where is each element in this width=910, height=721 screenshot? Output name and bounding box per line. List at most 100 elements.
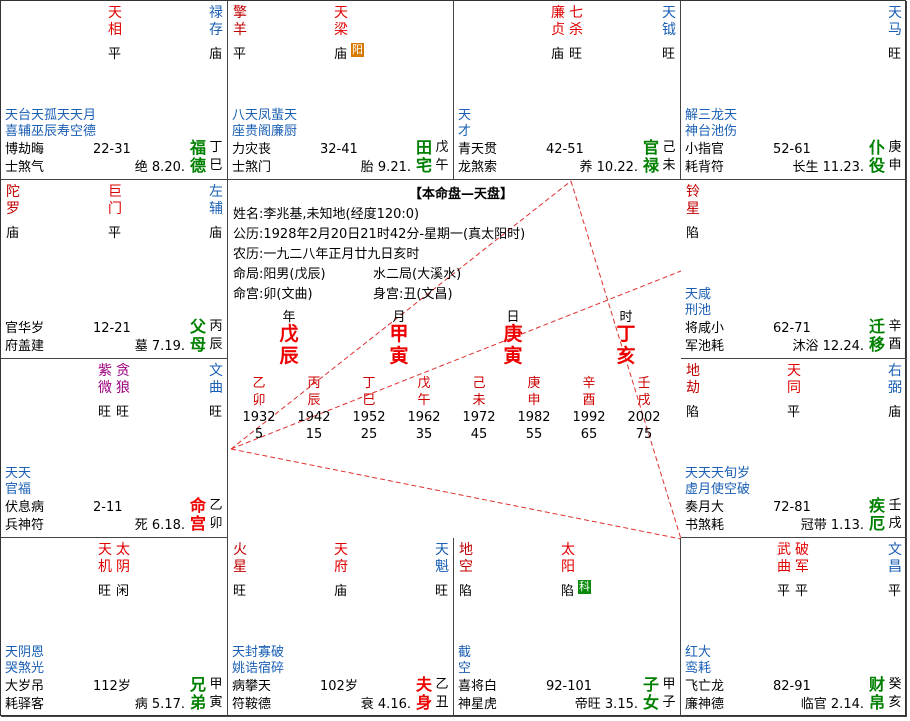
age-range: 12-21	[93, 321, 131, 336]
star-char: 擎	[233, 5, 247, 21]
name-line: 姓名:李兆基,未知地(经度120:0)	[233, 207, 420, 222]
palace-name: 官禄	[642, 138, 659, 175]
star-char: 杀	[569, 22, 583, 38]
star-char: 辅	[209, 201, 223, 217]
shensha-line2: 龙煞索	[458, 160, 498, 175]
minor-stars: 天天天旬岁	[685, 466, 751, 481]
age-range: 32-41	[320, 142, 358, 157]
star-char: 军	[795, 559, 809, 575]
pillar-label: 年	[282, 310, 296, 325]
star-char: 昌	[888, 559, 902, 575]
star-char: 羊	[233, 22, 247, 38]
minor-stars: 天天	[5, 466, 32, 481]
major-star: 廉贞	[550, 5, 566, 39]
star-char: 魁	[435, 559, 449, 575]
star-char: 府	[334, 559, 348, 575]
shensha-line1: 博劫晦	[5, 142, 45, 157]
star-char: 文	[209, 363, 223, 379]
age-range: 92-101	[546, 679, 593, 694]
aux-star: 左辅	[208, 184, 224, 218]
pillar-label: 时	[619, 310, 633, 325]
shensha-line1: 官华岁	[5, 321, 45, 336]
star-char: 天	[787, 363, 801, 379]
palace-name: 福德	[189, 138, 206, 175]
life-stage: 胎 9.21.	[360, 160, 411, 175]
aux-star: 天魁	[434, 542, 450, 576]
brightness: 陷	[561, 584, 575, 599]
minor-stars: 才	[458, 124, 472, 139]
brightness: 旺	[116, 405, 130, 420]
brightness: 旺	[98, 584, 112, 599]
minor-stars: 截	[458, 645, 472, 660]
star-char: 天	[108, 5, 122, 21]
minor-stars: 鸾耗	[685, 661, 712, 676]
star-char: 狼	[116, 380, 130, 396]
star-char: 太	[116, 542, 130, 558]
brightness: 平	[777, 584, 791, 599]
shensha-line2: 符鞍德	[232, 697, 272, 712]
minor-stars: 官福	[5, 482, 32, 497]
brightness: 庙	[209, 226, 223, 241]
minor-stars: 天	[458, 108, 472, 123]
star-char: 禄	[209, 5, 223, 21]
stem-branch: 甲子	[662, 677, 676, 710]
star-char: 罗	[6, 201, 20, 217]
palace-name: 子女	[642, 675, 659, 712]
star-char: 左	[209, 184, 223, 200]
star-char: 地	[686, 363, 700, 379]
aux-star: 文昌	[887, 542, 903, 576]
minor-stars: 刑池	[685, 303, 712, 318]
shensha-line2: 神星虎	[458, 697, 498, 712]
star-char: 右	[888, 363, 902, 379]
aux-star: 擎羊	[232, 5, 248, 39]
aux-star: 铃星	[685, 184, 701, 218]
palace-name: 迁移	[868, 317, 885, 354]
minor-stars: 天咸	[685, 287, 712, 302]
sihua-badge: 科	[578, 580, 591, 594]
brightness: 庙	[334, 47, 348, 62]
minor-stars: 姚诰宿碎	[232, 661, 285, 676]
star-char: 紫	[98, 363, 112, 379]
star-char: 贪	[116, 363, 130, 379]
palace-name: 命宫	[189, 496, 206, 533]
star-char: 马	[888, 22, 902, 38]
life-stage: 养 10.22.	[579, 160, 638, 175]
major-star: 天府	[333, 542, 349, 576]
shensha-line1: 奏月大	[685, 500, 725, 515]
minor-stars: 天台天孤天天月	[5, 108, 97, 123]
star-char: 相	[108, 22, 122, 38]
star-char: 火	[233, 542, 247, 558]
stem-branch: 甲寅	[209, 677, 223, 710]
palace-name: 父母	[189, 317, 206, 354]
brightness: 陷	[459, 584, 473, 599]
brightness: 旺	[435, 584, 449, 599]
aux-star: 文曲	[208, 363, 224, 397]
minor-stars: 解三龙天	[685, 108, 738, 123]
major-star: 太阳	[560, 542, 576, 576]
brightness: 庙	[6, 226, 20, 241]
wuxing-ju: 水二局(大溪水)	[373, 267, 462, 282]
stem-branch: 癸亥	[888, 677, 902, 710]
star-char: 七	[569, 5, 583, 21]
shensha-line2: 士煞气	[5, 160, 45, 175]
brightness: 旺	[888, 47, 902, 62]
life-stage: 绝 8.20.	[134, 160, 185, 175]
minor-stars: 虚月使空破	[685, 482, 751, 497]
brightness: 旺	[569, 47, 583, 62]
palace-name: 夫身	[415, 675, 432, 712]
minor-stars: 空	[458, 661, 472, 676]
age-range: 42-51	[546, 142, 584, 157]
